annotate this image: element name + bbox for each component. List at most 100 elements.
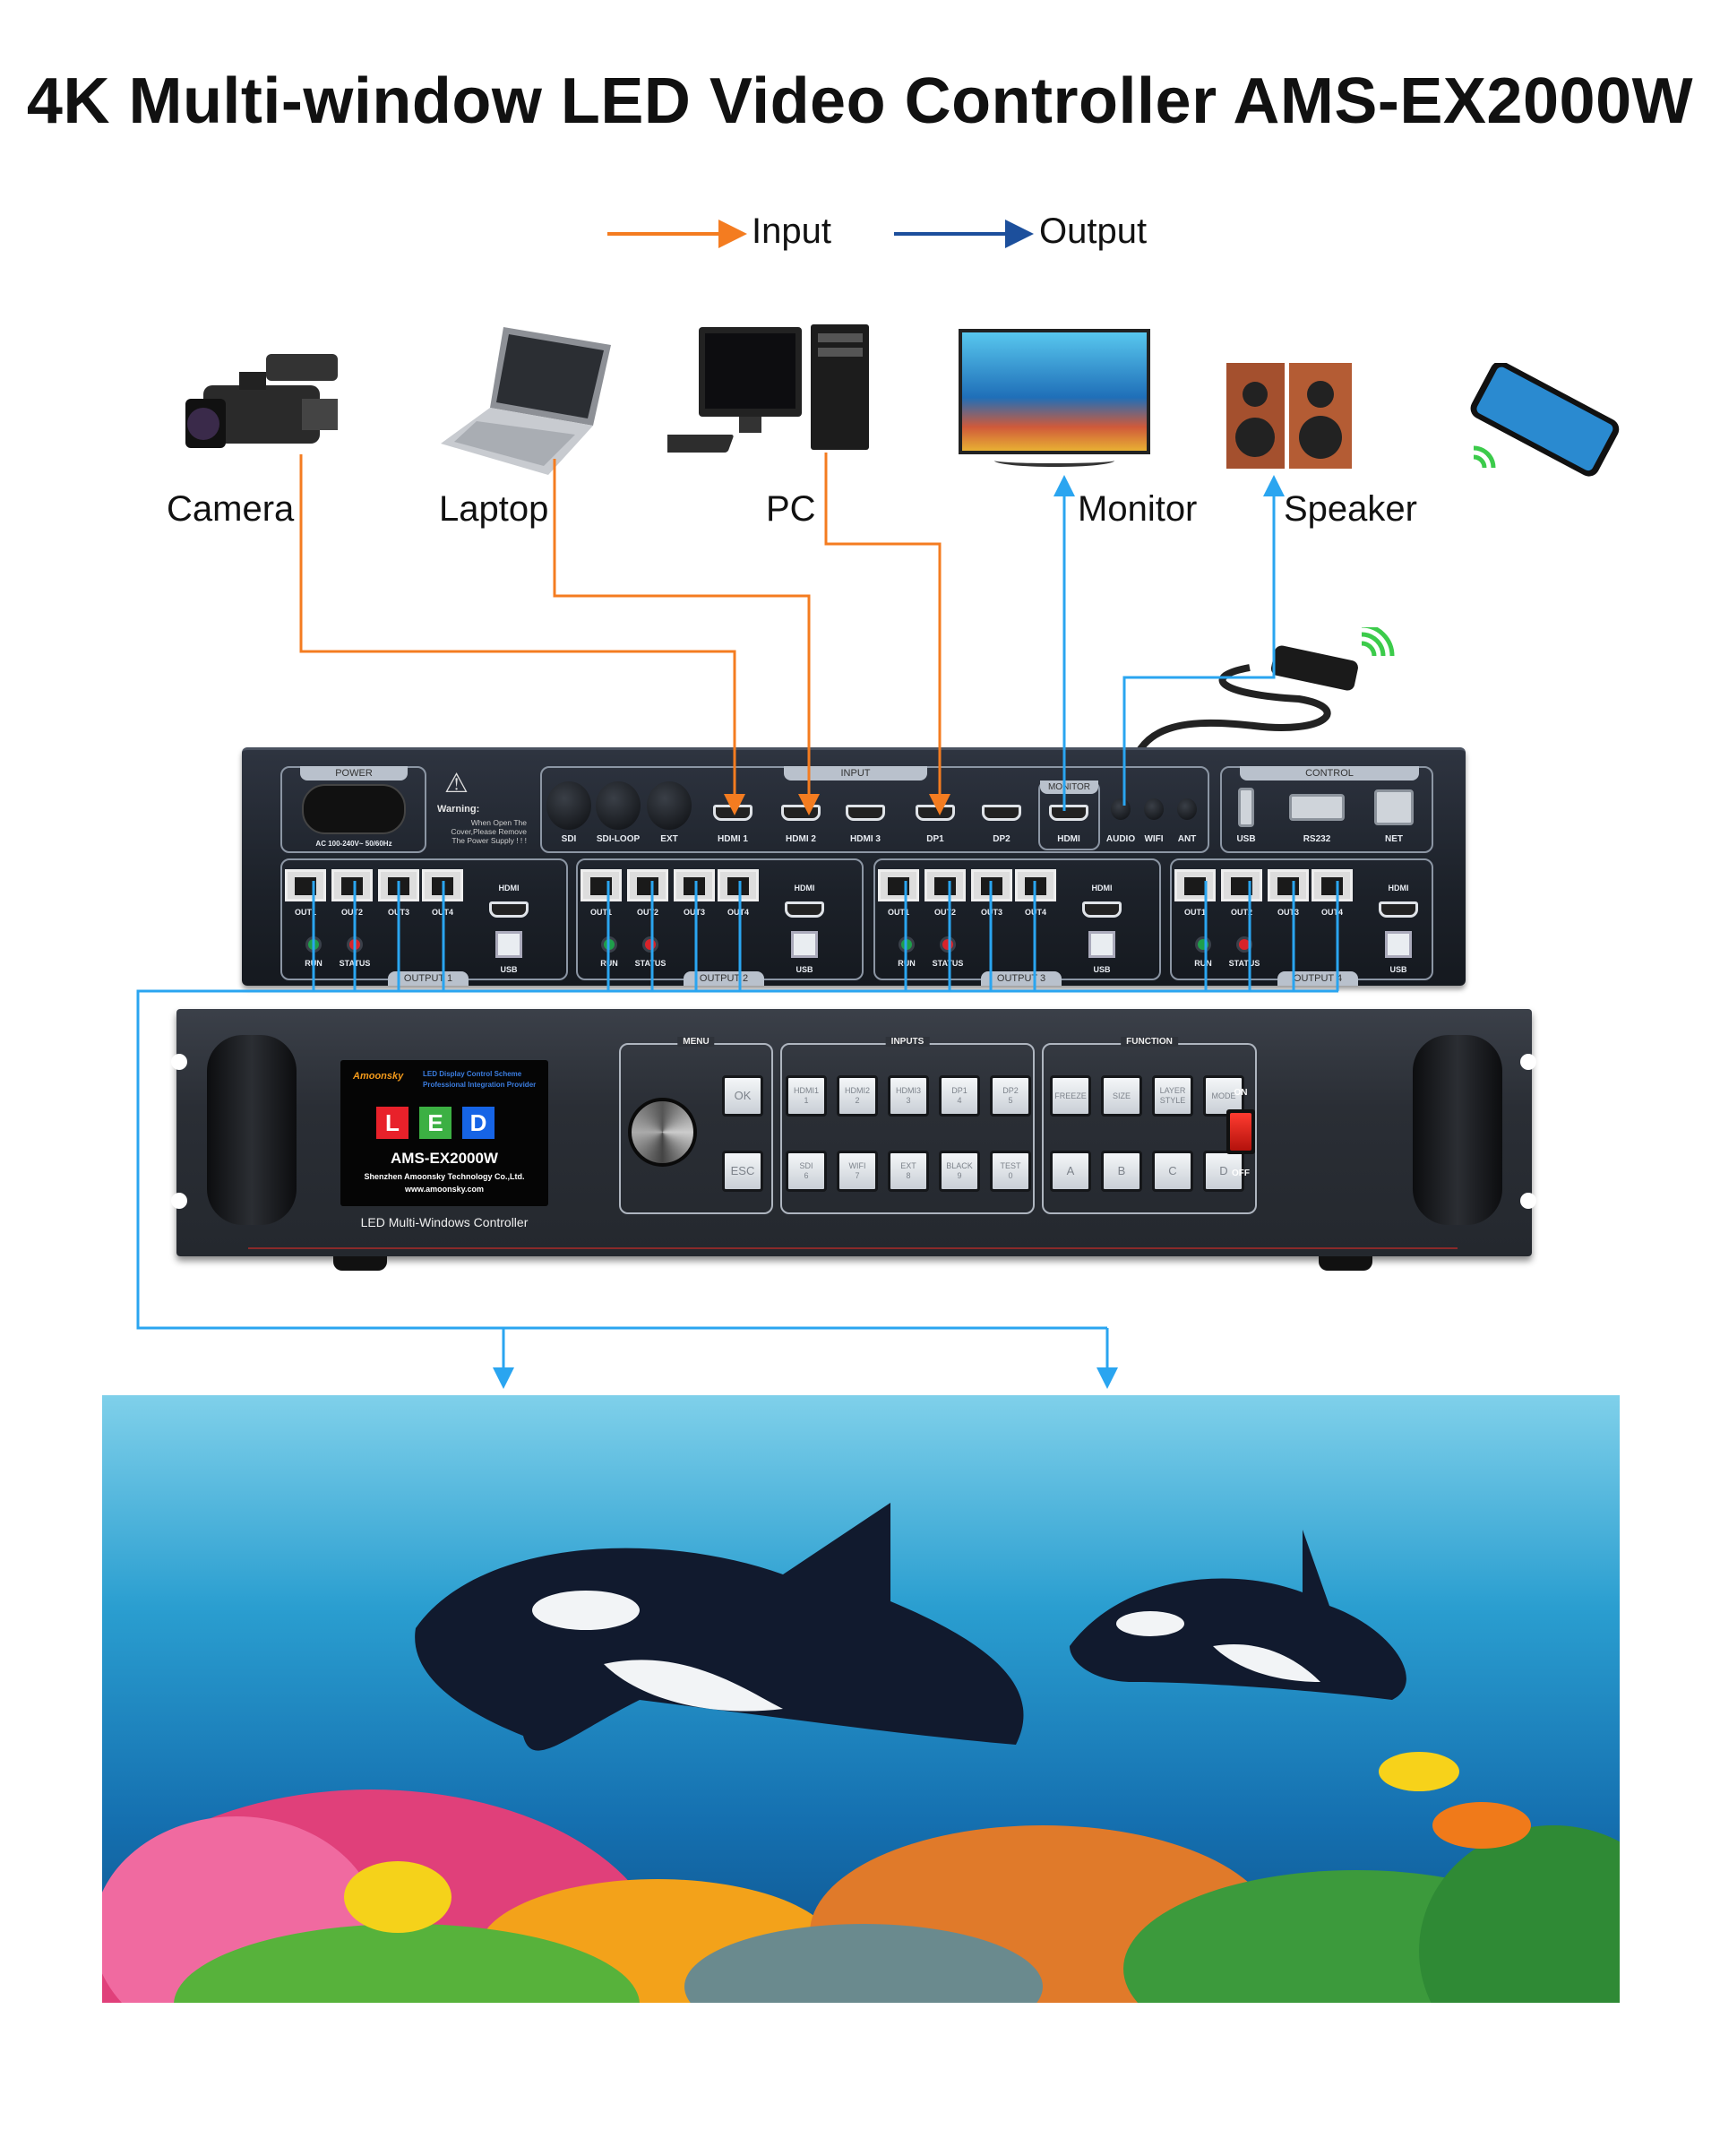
tagline-1: LED Display Control Scheme [423,1070,522,1078]
input-port[interactable] [916,805,955,821]
out-port-label: OUT3 [387,908,410,917]
rj45-port[interactable] [580,869,622,901]
usb-b-port[interactable] [1385,931,1412,958]
function-key[interactable]: C [1152,1151,1193,1192]
input-port-label: HDMI 2 [786,834,816,844]
run-label: RUN [600,959,618,968]
rj45-port[interactable] [331,869,373,901]
out-hdmi-port[interactable] [1379,901,1418,918]
ant-label: ANT [1177,834,1197,844]
rj45-port[interactable] [1312,869,1353,901]
rj45-port[interactable] [674,869,715,901]
status-led [940,936,956,953]
rj45-port[interactable] [971,869,1012,901]
control-section: CONTROL [1220,766,1433,853]
usb-b-port[interactable] [791,931,818,958]
bnc-port[interactable] [546,781,591,830]
function-label: FUNCTION [1121,1037,1178,1047]
accent-line [248,1247,1458,1249]
usb-b-port[interactable] [1088,931,1115,958]
underwater-scene-image [102,1503,1620,2003]
input-port[interactable] [713,805,752,821]
function-key[interactable]: A [1050,1151,1091,1192]
power-rating: AC 100-240V~ 50/60Hz [315,840,392,848]
status-led [347,936,363,953]
rj45-port[interactable] [924,869,966,901]
control-port[interactable] [1289,794,1345,821]
out-port-label: OUT4 [431,908,454,917]
rj45-port[interactable] [627,869,668,901]
input-port-label: EXT [660,834,678,844]
out-port-label: OUT2 [1230,908,1253,917]
input-port[interactable] [982,805,1021,821]
monitor-port-label: HDMI [1057,834,1080,844]
run-label: RUN [1194,959,1212,968]
rear-panel: POWER AC 100-240V~ 50/60Hz ⚠ Warning: Wh… [242,747,1466,986]
control-port[interactable] [1374,789,1414,825]
rj45-port[interactable] [718,869,759,901]
rj45-port[interactable] [422,869,463,901]
power-socket[interactable] [302,784,406,834]
camera-icon [185,354,338,448]
rj45-port[interactable] [1174,869,1216,901]
menu-knob[interactable] [628,1098,697,1167]
out-hdmi-port[interactable] [1082,901,1122,918]
esc-key[interactable]: ESC [722,1151,763,1192]
run-led [305,936,322,953]
control-port[interactable] [1238,788,1254,827]
run-label: RUN [898,959,916,968]
rj45-port[interactable] [378,869,419,901]
bnc-port[interactable] [647,781,692,830]
monitor-section: MONITOR [1038,780,1100,850]
run-led [601,936,617,953]
out-hdmi-port[interactable] [785,901,824,918]
pc-icon [667,324,869,453]
control-label: CONTROL [1240,766,1419,780]
wifi-port[interactable] [1144,798,1164,820]
brand-logo: Amoonsky [353,1071,404,1082]
function-key[interactable]: SIZE [1101,1075,1142,1117]
inputs-label: INPUTS [885,1037,930,1047]
status-led [1236,936,1252,953]
usb-label: USB [1389,965,1407,974]
led-screen-display [102,1395,1620,2003]
menu-label: MENU [677,1037,715,1047]
out-hdmi-port[interactable] [489,901,529,918]
run-label: RUN [305,959,322,968]
out-port-label: OUT3 [683,908,706,917]
function-key[interactable]: LAYER STYLE [1152,1075,1193,1117]
rj45-port[interactable] [285,869,326,901]
input-port[interactable] [846,805,885,821]
output-label: OUTPUT 1 [388,971,469,986]
input-port[interactable] [781,805,821,821]
function-key[interactable]: FREEZE [1050,1075,1091,1117]
ant-port[interactable] [1177,798,1197,820]
rj45-port[interactable] [878,869,919,901]
rj45-port[interactable] [1015,869,1056,901]
rj45-port[interactable] [1221,869,1262,901]
power-switch[interactable] [1226,1109,1255,1154]
left-handle[interactable] [207,1035,297,1225]
out-port-label: OUT1 [294,908,317,917]
legend-output: Output [1039,211,1148,251]
usb-b-port[interactable] [495,931,522,958]
bnc-port[interactable] [596,781,641,830]
monitor-hdmi-port[interactable] [1049,805,1088,821]
function-key[interactable]: B [1101,1151,1142,1192]
ok-key[interactable]: OK [722,1075,763,1117]
label-speaker: Speaker [1284,489,1417,529]
usb-label: USB [796,965,813,974]
right-handle[interactable] [1413,1035,1502,1225]
rj45-port[interactable] [1268,869,1309,901]
audio-port[interactable] [1111,798,1131,820]
